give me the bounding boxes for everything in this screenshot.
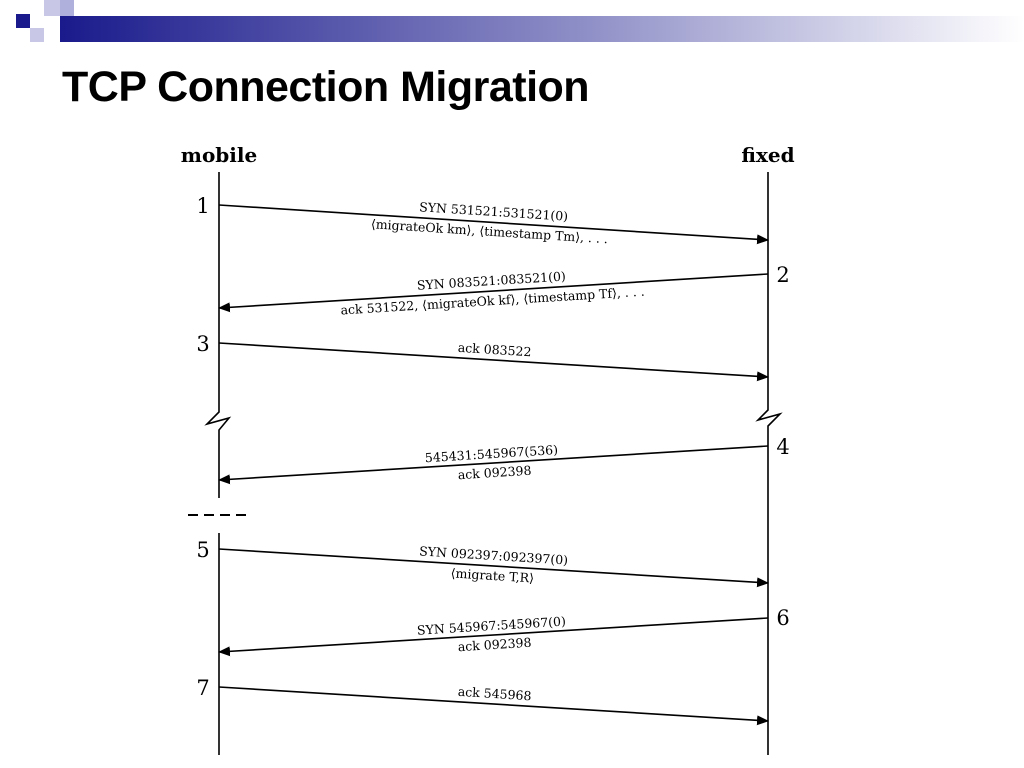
slide-title: TCP Connection Migration xyxy=(62,63,590,111)
step-number-3: 3 xyxy=(196,332,209,356)
header-decoration xyxy=(16,0,1024,42)
step-number-6: 6 xyxy=(776,606,789,630)
message-arrow-4 xyxy=(218,445,769,485)
message-4-label: 545431:545967(536) xyxy=(424,442,558,465)
message-4-ack: ack 092398 xyxy=(457,463,532,483)
endpoint-label-mobile: mobile xyxy=(181,143,257,167)
lifeline-mobile-upper xyxy=(204,172,232,498)
message-arrow-5 xyxy=(218,548,769,588)
endpoint-label-fixed: fixed xyxy=(741,143,794,167)
message-arrow-6 xyxy=(218,617,769,657)
message-arrow-1 xyxy=(218,204,769,245)
header-square-mid xyxy=(44,0,60,16)
message-2-options: ack 531522, ⟨migrateOk kf⟩, ⟨timestamp T… xyxy=(340,284,645,318)
message-7-label: ack 545968 xyxy=(457,684,532,704)
message-5-label: SYN 092397:092397(0) xyxy=(419,543,569,567)
message-1-options: ⟨migrateOk km⟩, ⟨timestamp Tm⟩, . . . xyxy=(371,216,609,246)
message-arrow-7 xyxy=(218,686,769,726)
message-arrow-2 xyxy=(218,273,769,313)
step-number-2: 2 xyxy=(776,263,789,287)
message-6-ack: ack 092398 xyxy=(457,635,532,655)
step-number-1: 1 xyxy=(196,194,209,218)
header-gradient-bar xyxy=(60,16,1024,42)
message-5-options: ⟨migrate T,R⟩ xyxy=(450,565,534,585)
step-number-4: 4 xyxy=(776,435,789,459)
lifeline-fixed-upper xyxy=(755,172,783,755)
header-square-dark xyxy=(16,14,30,28)
step-number-7: 7 xyxy=(196,676,209,700)
header-square-mid-2 xyxy=(60,0,74,16)
step-number-5: 5 xyxy=(196,538,209,562)
header-square-light xyxy=(30,28,44,42)
message-6-label: SYN 545967:545967(0) xyxy=(417,614,567,638)
message-arrow-3 xyxy=(218,342,769,382)
message-3-label: ack 083522 xyxy=(457,340,532,360)
